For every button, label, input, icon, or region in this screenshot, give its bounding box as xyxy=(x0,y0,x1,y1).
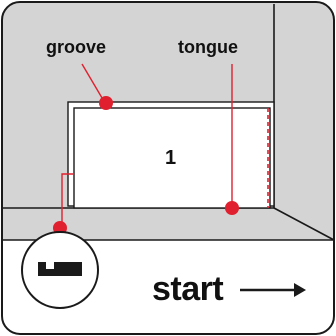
detail-leader xyxy=(61,173,74,228)
perspective-line xyxy=(273,207,335,241)
groove-profile-icon xyxy=(38,262,82,276)
groove-leader xyxy=(81,63,106,104)
tongue-label: tongue xyxy=(178,37,238,57)
panel-front xyxy=(73,107,271,209)
groove-label: groove xyxy=(46,37,107,57)
tongue-marker xyxy=(225,201,239,215)
start-label: start xyxy=(152,270,224,308)
right-arrow-icon xyxy=(240,283,306,297)
panel-number-label: 1 xyxy=(165,147,177,169)
groove-marker xyxy=(99,96,113,110)
